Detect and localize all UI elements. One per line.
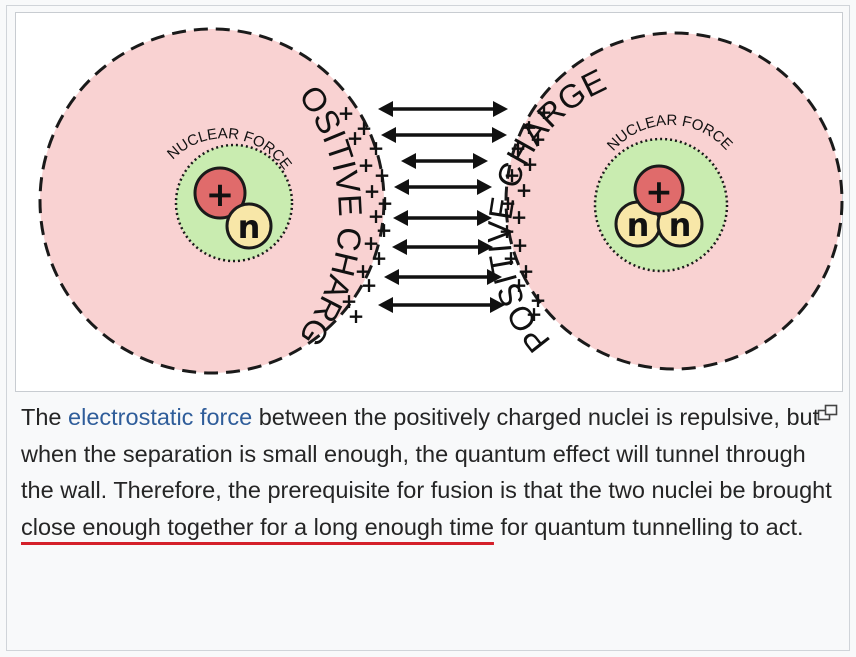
positive-charge-mark: + — [510, 136, 527, 160]
repulsion-arrow — [401, 153, 488, 169]
positive-charge-mark: + — [503, 246, 520, 270]
positive-charge-mark: + — [511, 205, 528, 229]
positive-charge-mark: + — [376, 218, 393, 242]
figure-frame: + n n n + NUCLEAR FORCE — [6, 5, 850, 651]
caption-text-2: between the positively charged nuclei is… — [21, 404, 832, 503]
positive-charge-mark: + — [361, 273, 378, 297]
positive-charge-mark: + — [522, 152, 539, 176]
enlarge-icon[interactable] — [817, 404, 839, 422]
repulsion-arrow — [384, 269, 502, 285]
svg-text:n: n — [238, 208, 261, 246]
positive-charge-mark: + — [512, 233, 529, 257]
positive-charge-mark: + — [521, 115, 538, 139]
positive-charge-mark: + — [536, 100, 553, 124]
repulsion-arrow — [381, 127, 507, 143]
repulsion-arrows — [378, 101, 508, 313]
figure-caption: The electrostatic force between the posi… — [21, 399, 839, 545]
positive-charge-mark: + — [364, 179, 381, 203]
svg-text:+: + — [206, 175, 235, 215]
positive-charge-mark: + — [348, 304, 365, 328]
positive-charge-mark: + — [356, 116, 373, 140]
positive-charge-mark: + — [363, 231, 380, 255]
positive-charge-mark: + — [499, 219, 516, 243]
caption-highlight: close enough together for a long enough … — [21, 513, 494, 540]
positive-charge-mark: + — [518, 259, 535, 283]
positive-charge-mark: + — [355, 259, 372, 283]
caption-text-1: The — [21, 404, 69, 430]
positive-charge-mark: + — [526, 302, 543, 326]
positive-charge-mark: + — [530, 127, 547, 151]
svg-text:+: + — [645, 172, 673, 211]
positive-charge-mark: + — [341, 289, 358, 313]
positive-charge-mark: + — [511, 273, 528, 297]
diagram[interactable]: + n n n + NUCLEAR FORCE — [15, 12, 844, 392]
right-charge-marks: ++++++++++++++++ — [499, 100, 553, 326]
positive-charge-mark: + — [368, 136, 385, 160]
coulomb-barrier-diagram: + n n n + NUCLEAR FORCE — [16, 13, 844, 375]
repulsion-arrow — [378, 297, 505, 313]
positive-charge-mark: + — [530, 288, 547, 312]
caption-text-3: for quantum tunnelling to act. — [493, 513, 804, 540]
repulsion-arrow — [378, 101, 508, 117]
left-neutron: n — [225, 202, 273, 250]
electrostatic-force-link[interactable]: electrostatic force — [68, 404, 253, 430]
positive-charge-mark: + — [516, 178, 533, 202]
positive-charge-mark: + — [371, 246, 388, 270]
positive-charge-mark: + — [504, 163, 521, 187]
svg-text:n: n — [627, 206, 650, 244]
repulsion-arrow — [393, 210, 492, 226]
svg-text:n: n — [669, 206, 692, 244]
repulsion-arrow — [394, 179, 492, 195]
right-proton: + — [633, 164, 685, 216]
positive-charge-mark: + — [368, 204, 385, 228]
left-charge-marks: ++++++++++++++++ — [338, 101, 394, 328]
left-proton: + — [193, 166, 247, 220]
positive-charge-mark: + — [377, 191, 394, 215]
positive-charge-mark: + — [374, 163, 391, 187]
positive-charge-mark: + — [338, 101, 355, 125]
repulsion-arrow — [392, 239, 493, 255]
positive-charge-mark: + — [358, 153, 375, 177]
positive-charge-mark: + — [347, 126, 364, 150]
positive-charge-mark: + — [500, 191, 517, 215]
